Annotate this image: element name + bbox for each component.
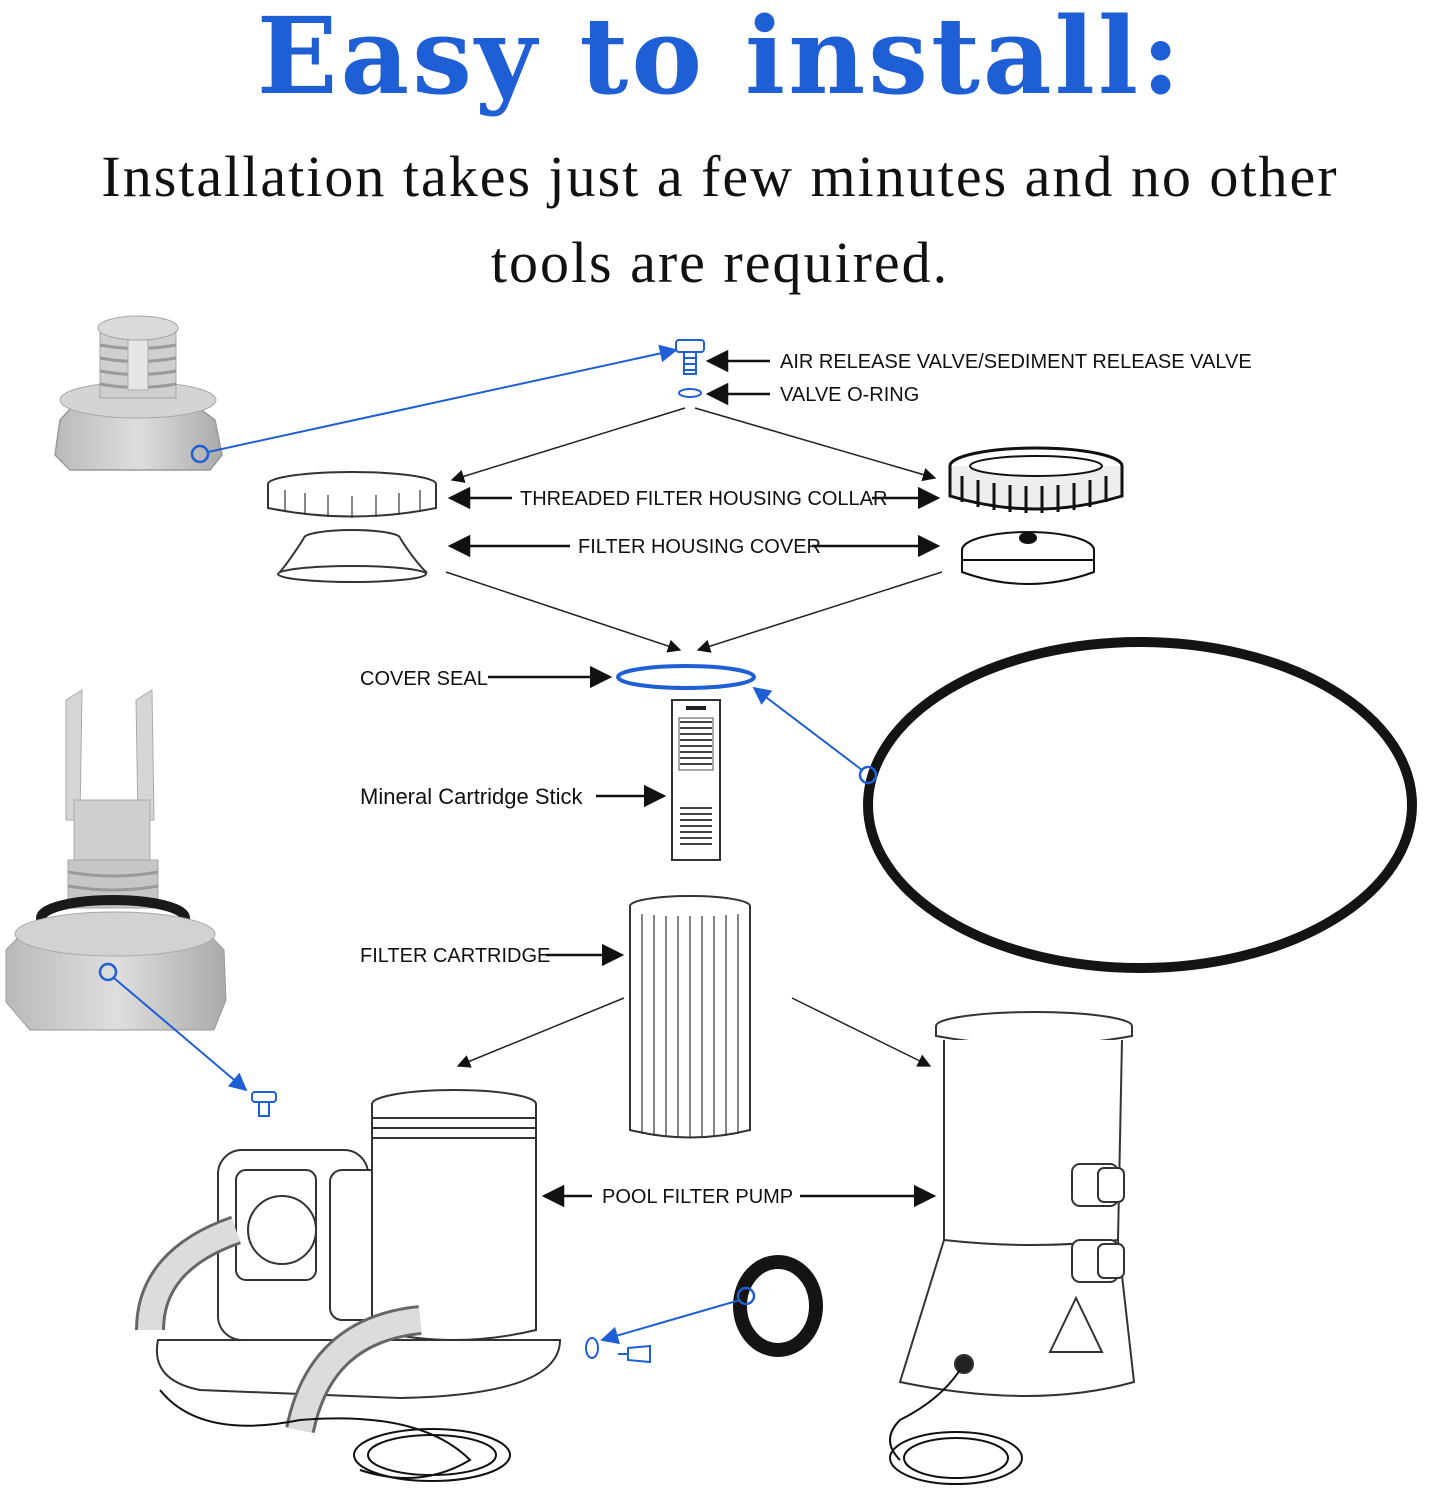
subtitle-line-1: Installation takes just a few minutes an…	[101, 144, 1339, 209]
subtitle-line-2: tools are required.	[490, 230, 950, 295]
callout-line-air-valve	[207, 344, 678, 453]
label-housing-cover: FILTER HOUSING COVER	[578, 536, 821, 558]
right-cover-drawing	[961, 531, 1095, 585]
small-drain-plug-drawing	[251, 1091, 277, 1117]
label-valve-o-ring: VALVE O-RING	[780, 384, 919, 406]
cover-seal-drawing	[616, 664, 756, 690]
right-collar-drawing	[948, 446, 1124, 513]
small-o-ring-photo	[733, 1255, 823, 1357]
headline-title: Easy to install:	[256, 0, 1184, 118]
pool-filter-pump-left-drawing	[135, 1089, 562, 1482]
mineral-stick-drawing	[671, 699, 721, 861]
pool-filter-pump-right-drawing	[889, 1011, 1136, 1485]
callout-line-cover-seal	[752, 686, 863, 771]
callout-line-small-o-ring	[600, 1299, 741, 1345]
callout-line-drain-plug	[113, 977, 248, 1092]
headline-subtitle: Installation takes just a few minutes an…	[0, 134, 1440, 306]
left-cover-drawing	[277, 529, 428, 583]
large-o-ring-photo	[863, 637, 1417, 973]
label-threaded-collar: THREADED FILTER HOUSING COLLAR	[520, 488, 887, 510]
label-pool-filter-pump: POOL FILTER PUMP	[602, 1186, 793, 1208]
filter-cartridge-drawing	[629, 895, 751, 1139]
label-cover-seal: COVER SEAL	[360, 668, 488, 690]
drain-plug-photo	[5, 689, 227, 1031]
valve-drawing	[675, 339, 705, 398]
small-o-ring-drawing	[585, 1337, 651, 1364]
air-release-valve-photo	[54, 315, 223, 471]
label-mineral-stick: Mineral Cartridge Stick	[360, 784, 584, 809]
left-collar-drawing	[267, 471, 437, 518]
label-air-release-valve: AIR RELEASE VALVE/SEDIMENT RELEASE VALVE	[780, 351, 1252, 373]
label-filter-cartridge: FILTER CARTRIDGE	[360, 945, 550, 967]
